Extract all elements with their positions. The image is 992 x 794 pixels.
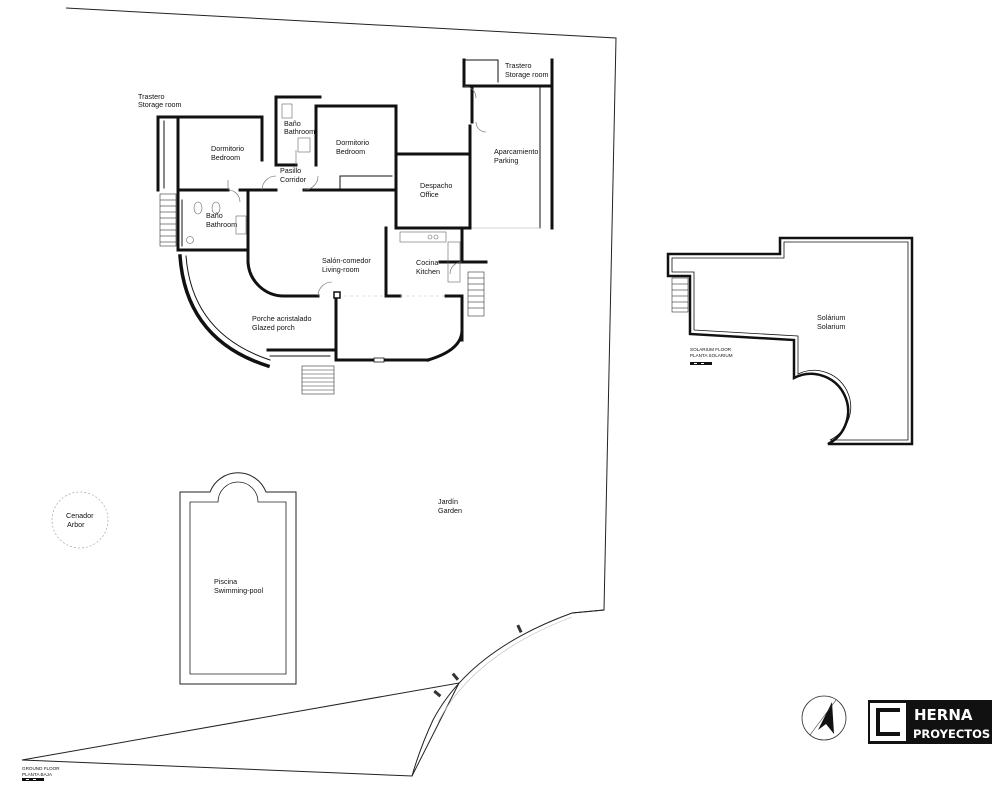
label-bano-left-es: Baño (206, 211, 223, 220)
company-logo: HERNA PROYECTOS (868, 700, 992, 744)
scale-bar-solarium (690, 362, 712, 365)
ground-floor-title-en: GROUND FLOOR (22, 766, 60, 771)
stairs-porch (301, 365, 335, 395)
ground-floor-title-es: PLANTA BAJA (22, 772, 53, 777)
garden-curved-edge (411, 612, 573, 777)
fixtures (186, 85, 487, 297)
label-pasillo-en: Corridor (280, 175, 307, 184)
stairs-kitchen (467, 271, 485, 317)
room-labels: Trastero Storage room Baño Bathroom Dorm… (22, 61, 845, 777)
label-trastero-right-en: Storage room (505, 70, 549, 79)
north-arrow-icon (801, 695, 847, 741)
swimming-pool (179, 472, 297, 685)
label-cenador-es: Cenador (66, 511, 94, 520)
label-bano-top-en: Bathroom (284, 127, 315, 136)
scale-bar-ground (22, 778, 44, 781)
label-salon-en: Living-room (322, 265, 360, 274)
label-aparcamiento-en: Parking (494, 156, 518, 165)
label-piscina-es: Piscina (214, 577, 237, 586)
label-dormitorio-left-es: Dormitorio (211, 144, 244, 153)
stairs-left (159, 193, 177, 247)
label-jardin-en: Garden (438, 506, 462, 515)
label-solarium-en: Solarium (817, 322, 845, 331)
label-trastero-left-es: Trastero (138, 92, 165, 101)
label-jardin-es: Jardín (438, 497, 458, 506)
label-cocina-es: Cocina (416, 258, 438, 267)
solarium-floor-title-en: SOLARIUM FLOOR (690, 347, 732, 352)
label-solarium-es: Solárium (817, 313, 845, 322)
label-salon-es: Salón-comedor (322, 256, 371, 265)
label-piscina-en: Swimming-pool (214, 586, 264, 595)
label-dormitorio-right-es: Dormitorio (336, 138, 369, 147)
logo-line2: PROYECTOS (913, 727, 990, 741)
label-despacho-en: Office (420, 190, 439, 199)
label-bano-top-es: Baño (284, 119, 301, 128)
label-bano-left-en: Bathroom (206, 220, 237, 229)
label-porche-es: Porche acristalado (252, 314, 312, 323)
label-trastero-left-en: Storage room (138, 100, 182, 109)
solarium-plan (666, 236, 914, 446)
label-cenador-en: Arbor (67, 520, 85, 529)
label-dormitorio-left-en: Bedroom (211, 153, 240, 162)
label-trastero-right-es: Trastero (505, 61, 532, 70)
logo-line1: HERNA (914, 706, 973, 724)
label-aparcamiento-es: Aparcamiento (494, 147, 538, 156)
label-porche-en: Glazed porch (252, 323, 295, 332)
stairs-solarium (671, 277, 689, 313)
label-despacho-es: Despacho (420, 181, 452, 190)
label-pasillo-es: Pasillo (280, 166, 301, 175)
arbor-circle (51, 491, 109, 549)
house-walls (156, 58, 554, 369)
label-cocina-en: Kitchen (416, 267, 440, 276)
label-dormitorio-right-en: Bedroom (336, 147, 365, 156)
solarium-floor-title-es: PLANTA SOLARIUM (690, 353, 733, 358)
